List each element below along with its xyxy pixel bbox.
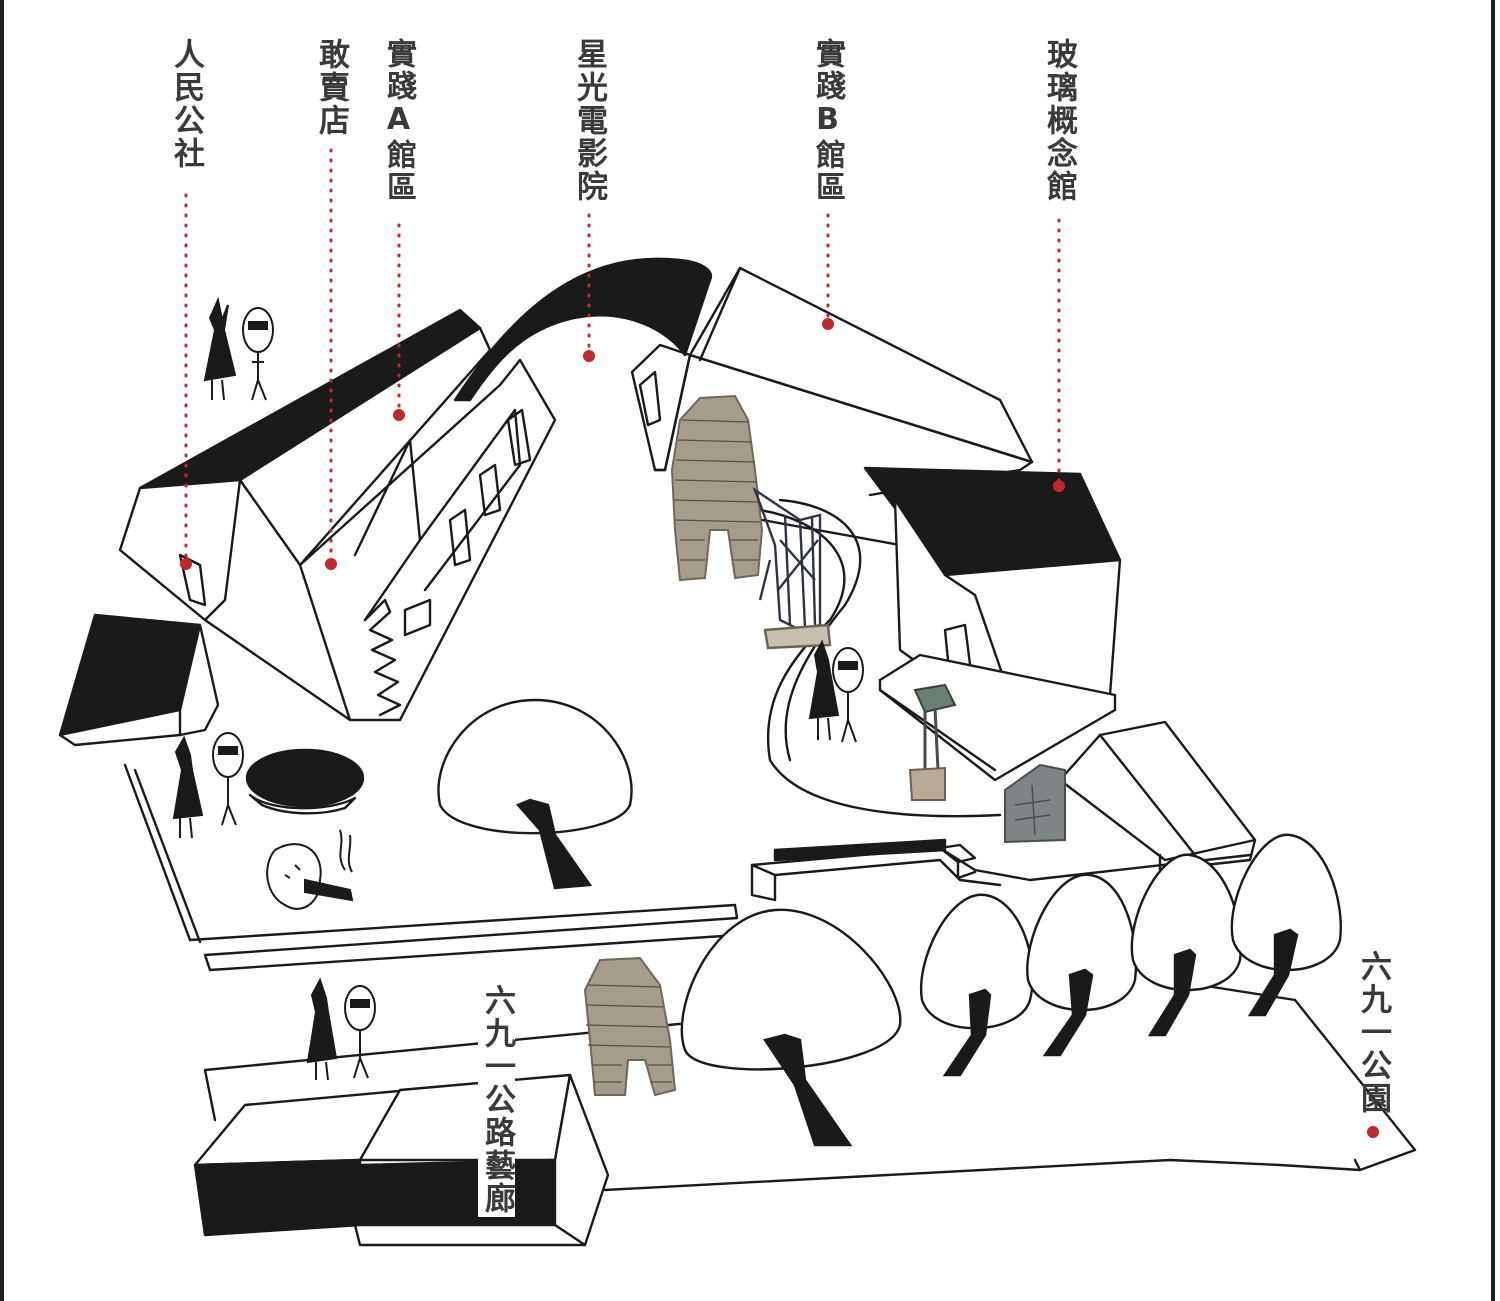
label-park-691[interactable]: 六九一公園 (1355, 950, 1391, 1115)
road-gallery-building (193, 1073, 610, 1247)
upper-plaza-outline (123, 763, 740, 972)
label-people-commune[interactable]: 人民公社 (168, 38, 204, 170)
wire-frame-sculpture (752, 486, 832, 650)
glass-concept-building (863, 466, 1122, 782)
garden-path-inner (778, 498, 862, 762)
label-glass-concept[interactable]: 玻璃概念館 (1041, 38, 1077, 203)
marker-starlight-cinema (583, 350, 595, 362)
marker-park-691 (1367, 1126, 1379, 1138)
lower-ground-outline (603, 998, 1417, 1192)
marker-practice-a (393, 409, 405, 421)
left-frame-edge (0, 0, 4, 1301)
stone-giant-sculpture-2 (583, 956, 677, 1097)
walkway-block (750, 858, 1002, 902)
tree-row-3 (1130, 853, 1242, 1037)
practice-a-building (298, 358, 557, 722)
label-starlight-cinema[interactable]: 星光電影院 (571, 38, 607, 203)
label-practice-b[interactable]: 實踐B館區 (810, 38, 845, 203)
right-edge-line (1198, 983, 1362, 1172)
right-shed (1058, 720, 1257, 872)
people-commune-building (118, 308, 492, 722)
figure-pair-2 (172, 732, 244, 839)
walkway-step (938, 843, 977, 880)
tree-row-2 (1026, 873, 1138, 1057)
stone-giant-sculpture-1 (670, 394, 764, 582)
label-practice-a[interactable]: 實踐A館區 (381, 38, 416, 203)
figure-pair-4 (306, 977, 376, 1081)
location-markers (180, 318, 1379, 1138)
figure-pair-1 (203, 296, 274, 401)
tree-lower-large (680, 908, 902, 1147)
walkway-bar (773, 838, 947, 862)
left-kiosk (58, 613, 220, 747)
rusty-machine-sculpture (1004, 763, 1066, 844)
garden-path (758, 508, 1002, 818)
marker-dare-to-sell (325, 558, 337, 570)
oval-stage (245, 748, 365, 815)
leader-lines (184, 148, 1061, 562)
marker-practice-b (822, 318, 834, 330)
label-road-gallery[interactable]: 六九一公路藝廊 (478, 982, 515, 1217)
stick-figures (172, 296, 864, 1081)
tree-center (437, 698, 633, 890)
right-frame-edge (1491, 0, 1495, 1301)
staircase (363, 598, 402, 717)
label-dare-to-sell[interactable]: 敢賣店 (313, 38, 349, 137)
figure-pair-3 (808, 639, 864, 743)
marker-glass-concept (1053, 480, 1065, 492)
tree-row-1 (919, 893, 1034, 1077)
plaza-left-edge (133, 768, 202, 944)
marker-people-commune (180, 558, 192, 570)
green-metal-sculpture (908, 683, 957, 801)
trees (437, 698, 1342, 1147)
smoking-face-doodle (266, 829, 354, 910)
tree-row-4 (1230, 833, 1342, 1017)
